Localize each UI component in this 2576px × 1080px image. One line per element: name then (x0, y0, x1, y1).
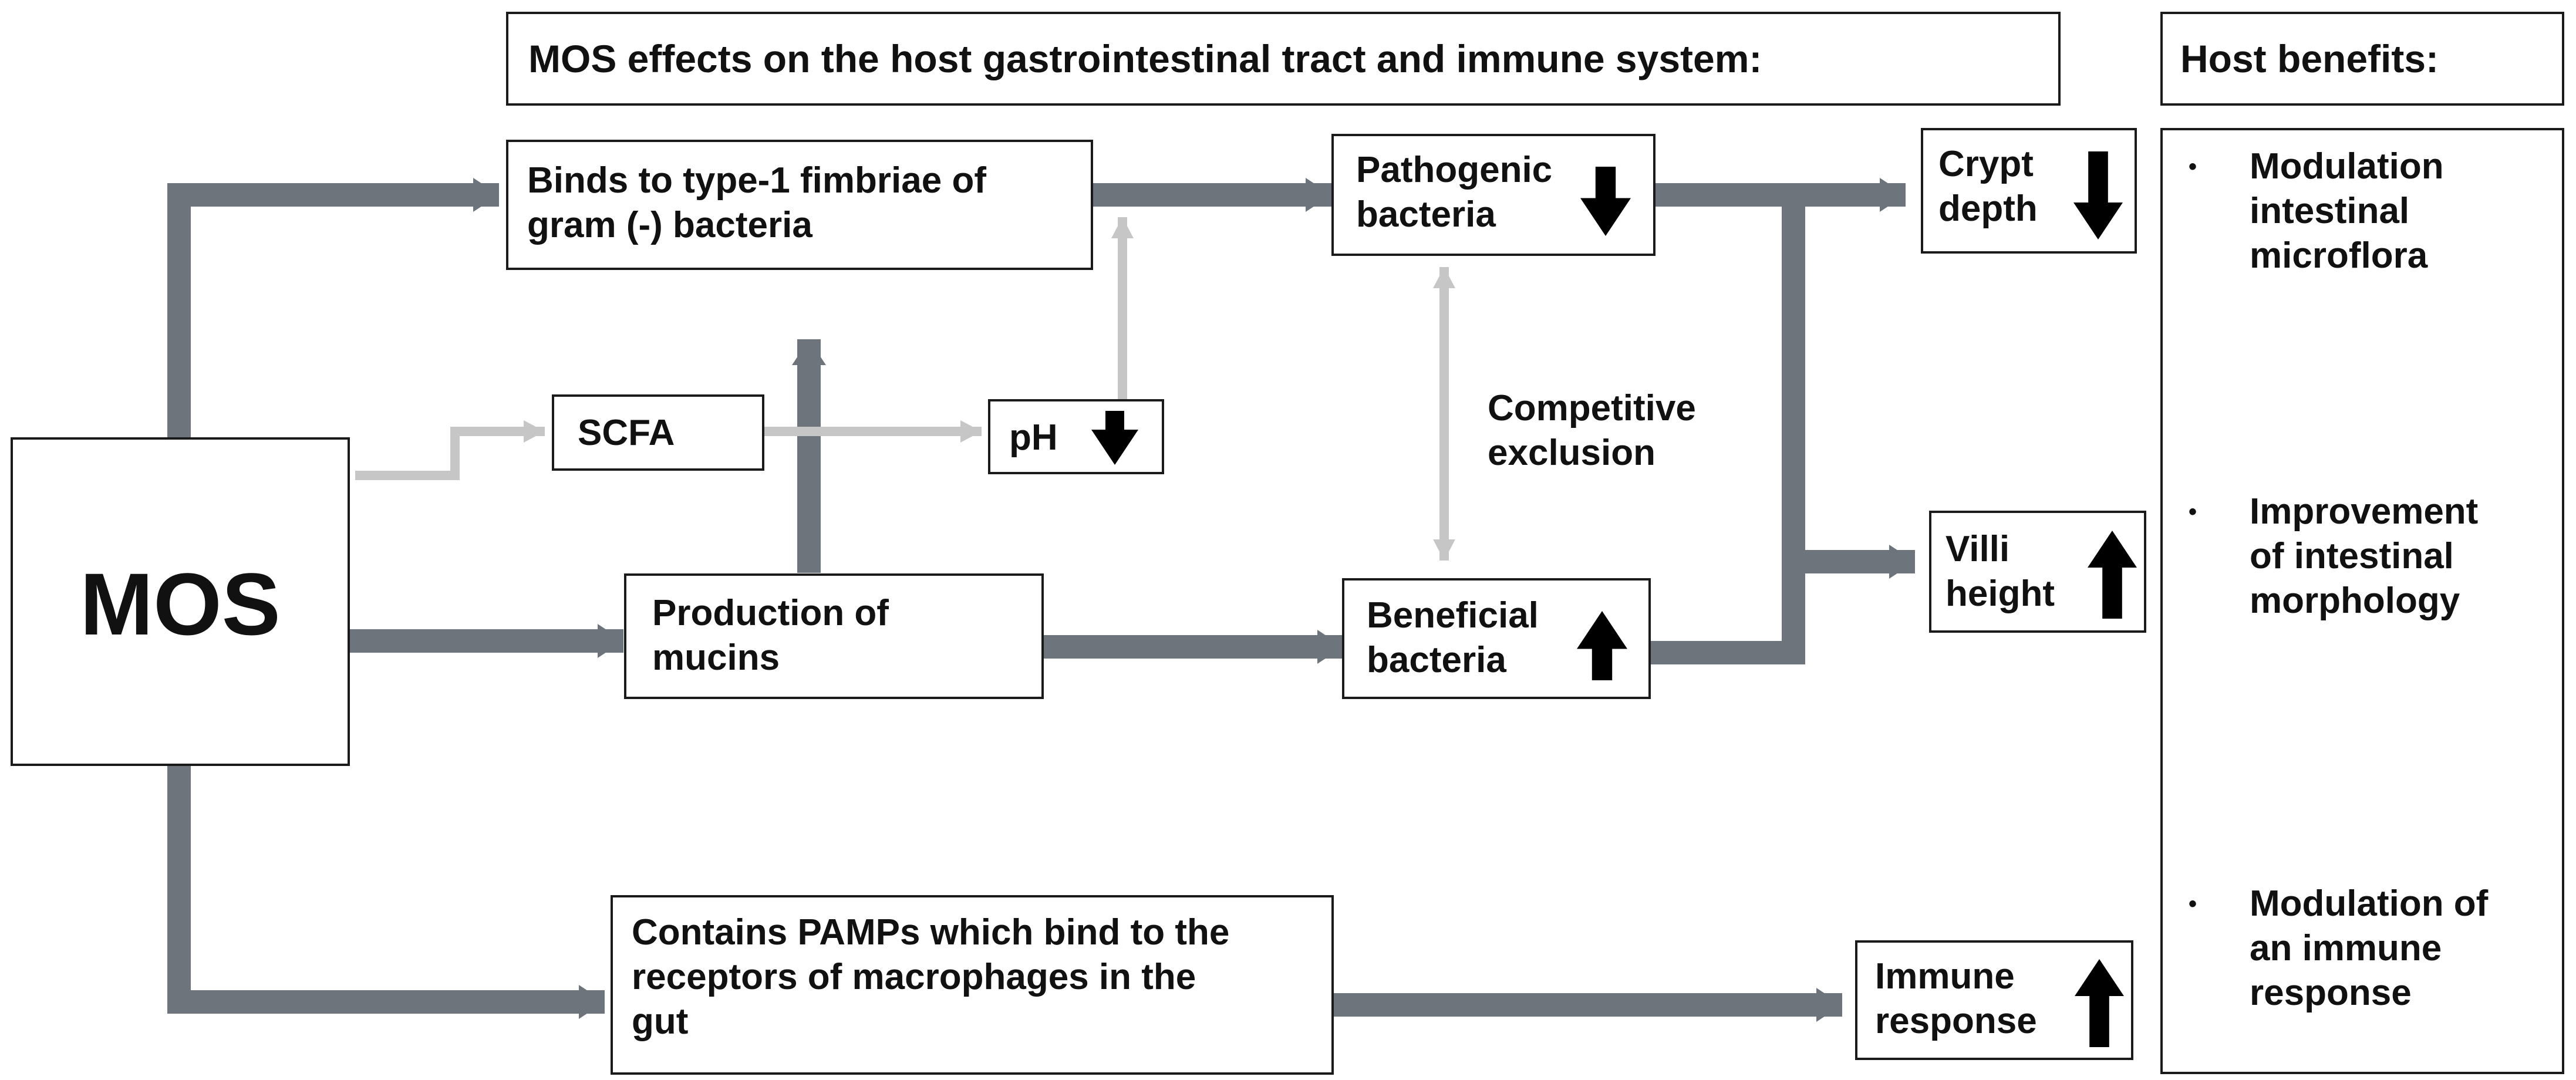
villi-up-arrow-icon (2088, 531, 2137, 619)
down-arrow-shape (1091, 411, 1138, 465)
scfa-box: SCFA (552, 394, 764, 471)
mos-label: MOS (80, 555, 281, 653)
beneficial-box: Beneficial bacteria (1342, 578, 1651, 699)
fimbriae-box: Binds to type-1 fimbriae of gram (-) bac… (506, 140, 1093, 270)
up-arrow-shape (1577, 611, 1627, 680)
bullet-icon: • (2189, 154, 2197, 180)
arrow-mos-trunk (167, 178, 499, 440)
fimbriae-label: Binds to type-1 fimbriae of gram (-) bac… (527, 160, 986, 245)
mos-box: MOS (11, 437, 350, 766)
immune-response-label: Immune response (1875, 956, 2037, 1041)
pamps-box: Contains PAMPs which bind to the recepto… (611, 895, 1334, 1075)
pathogenic-label: Pathogenic bacteria (1356, 150, 1553, 235)
effects-header-box: MOS effects on the host gastrointestinal… (506, 12, 2061, 106)
ph-box: pH (988, 399, 1164, 474)
down-arrow-shape (2073, 151, 2123, 239)
arrow-beneficial-join (1650, 195, 1805, 664)
benefit-text: Improvement of intestinal morphology (2250, 491, 2479, 621)
pathogenic-down-arrow-icon (1580, 167, 1631, 236)
ph-down-arrow-icon (1091, 411, 1138, 465)
bullet-icon: • (2189, 499, 2197, 525)
effects-header-title: MOS effects on the host gastrointestinal… (528, 37, 1762, 80)
arrow-mos-to-scfa (355, 420, 545, 480)
benefit-text: Modulation intestinal microflora (2250, 146, 2444, 276)
immune-response-box: Immune response (1855, 940, 2133, 1060)
immune-up-arrow-icon (2075, 959, 2124, 1047)
down-arrow-shape (1580, 167, 1631, 236)
villi-height-label: Villi height (1946, 529, 2055, 614)
crypt-depth-box: Crypt depth (1921, 128, 2137, 254)
benefits-box: • Modulation intestinal microflora • Imp… (2160, 128, 2564, 1074)
scfa-label: SCFA (578, 413, 675, 453)
up-arrow-shape (2088, 531, 2137, 619)
mucins-label: Production of mucins (652, 593, 889, 678)
pathogenic-box: Pathogenic bacteria (1331, 134, 1655, 256)
up-arrow-shape (2075, 959, 2124, 1047)
beneficial-label: Beneficial bacteria (1367, 595, 1539, 680)
benefits-header-box: Host benefits: (2160, 12, 2564, 106)
crypt-down-arrow-icon (2073, 151, 2123, 239)
beneficial-up-arrow-icon (1577, 611, 1627, 680)
competitive-exclusion-label: Competitive exclusion (1488, 388, 1696, 473)
ph-label: pH (1009, 417, 1058, 458)
mucins-box: Production of mucins (624, 573, 1044, 699)
bullet-icon: • (2189, 891, 2197, 917)
arrow-mos-to-pamps (167, 764, 605, 1019)
pamps-label: Contains PAMPs which bind to the recepto… (632, 912, 1230, 1042)
benefits-header-title: Host benefits: (2180, 37, 2439, 80)
villi-height-box: Villi height (1929, 511, 2146, 633)
crypt-depth-label: Crypt depth (1938, 144, 2038, 229)
benefit-text: Modulation of an immune response (2250, 883, 2489, 1013)
